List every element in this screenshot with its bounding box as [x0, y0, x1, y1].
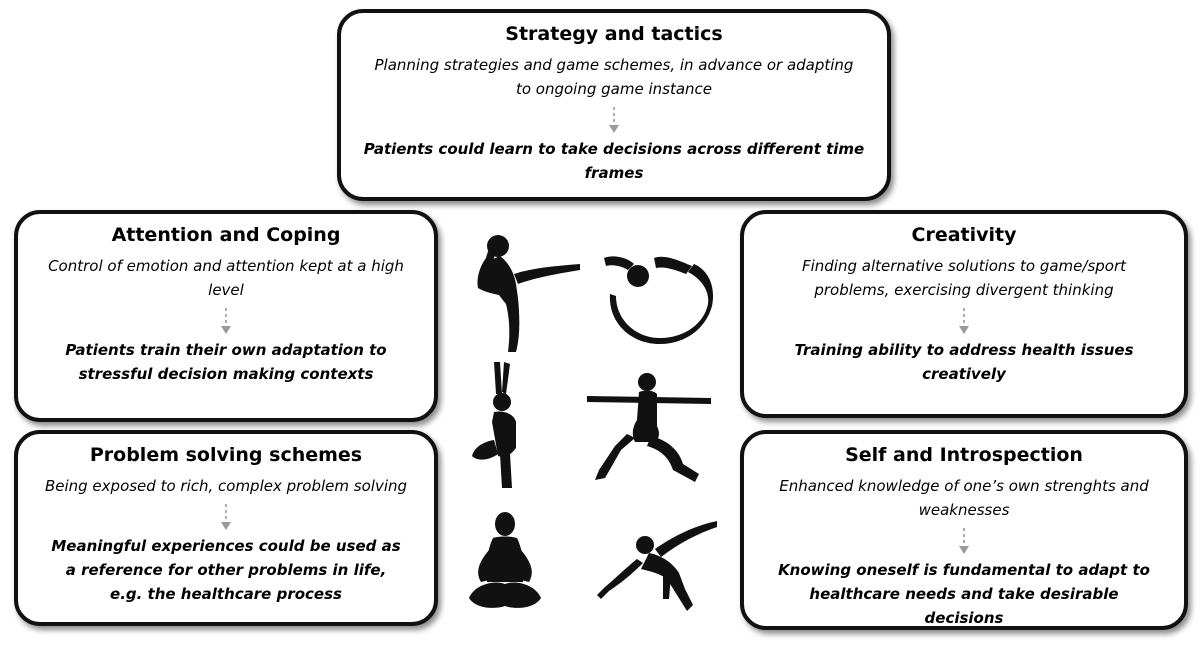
strategy-tactics-box: Strategy and tactics Planning strategies…	[337, 9, 891, 201]
creativity-description: Finding alternative solutions to game/sp…	[801, 257, 1127, 299]
creativity-title: Creativity	[911, 224, 1017, 246]
self-introspection-title: Self and Introspection	[845, 444, 1083, 466]
dashed-arrow-down-icon	[959, 308, 969, 334]
problem-solving-box: Problem solving schemes Being exposed to…	[14, 430, 438, 626]
attention-coping-box: Attention and Coping Control of emotion …	[14, 210, 438, 422]
yoga-lotus-pose-icon	[465, 510, 545, 615]
dashed-arrow-down-icon	[609, 107, 619, 133]
problem-solving-outcome: Meaningful experiences could be used as …	[51, 537, 401, 603]
problem-solving-description: Being exposed to rich, complex problem s…	[44, 477, 408, 495]
strategy-tactics-title: Strategy and tactics	[505, 23, 723, 45]
attention-coping-title: Attention and Coping	[111, 224, 341, 246]
creativity-box: Creativity Finding alternative solutions…	[740, 210, 1188, 418]
yoga-side-angle-pose-icon	[595, 515, 720, 615]
self-introspection-description: Enhanced knowledge of one’s own strenght…	[779, 477, 1149, 519]
dashed-arrow-down-icon	[221, 308, 231, 334]
attention-coping-outcome: Patients train their own adaptation to s…	[65, 341, 387, 383]
yoga-tree-pose-icon	[464, 360, 534, 490]
strategy-tactics-outcome: Patients could learn to take decisions a…	[363, 140, 865, 182]
yoga-warrior-pose-icon	[585, 370, 715, 485]
dashed-arrow-down-icon	[221, 504, 231, 530]
strategy-tactics-description: Planning strategies and game schemes, in…	[374, 56, 854, 98]
yoga-bow-pose-icon	[600, 250, 715, 345]
self-introspection-outcome: Knowing oneself is fundamental to adapt …	[778, 561, 1150, 627]
self-introspection-box: Self and Introspection Enhanced knowledg…	[740, 430, 1188, 630]
creativity-outcome: Training ability to address health issue…	[794, 341, 1134, 383]
problem-solving-title: Problem solving schemes	[89, 444, 363, 466]
dashed-arrow-down-icon	[959, 528, 969, 554]
attention-coping-description: Control of emotion and attention kept at…	[48, 257, 404, 299]
yoga-dancer-pose-icon	[470, 228, 590, 358]
